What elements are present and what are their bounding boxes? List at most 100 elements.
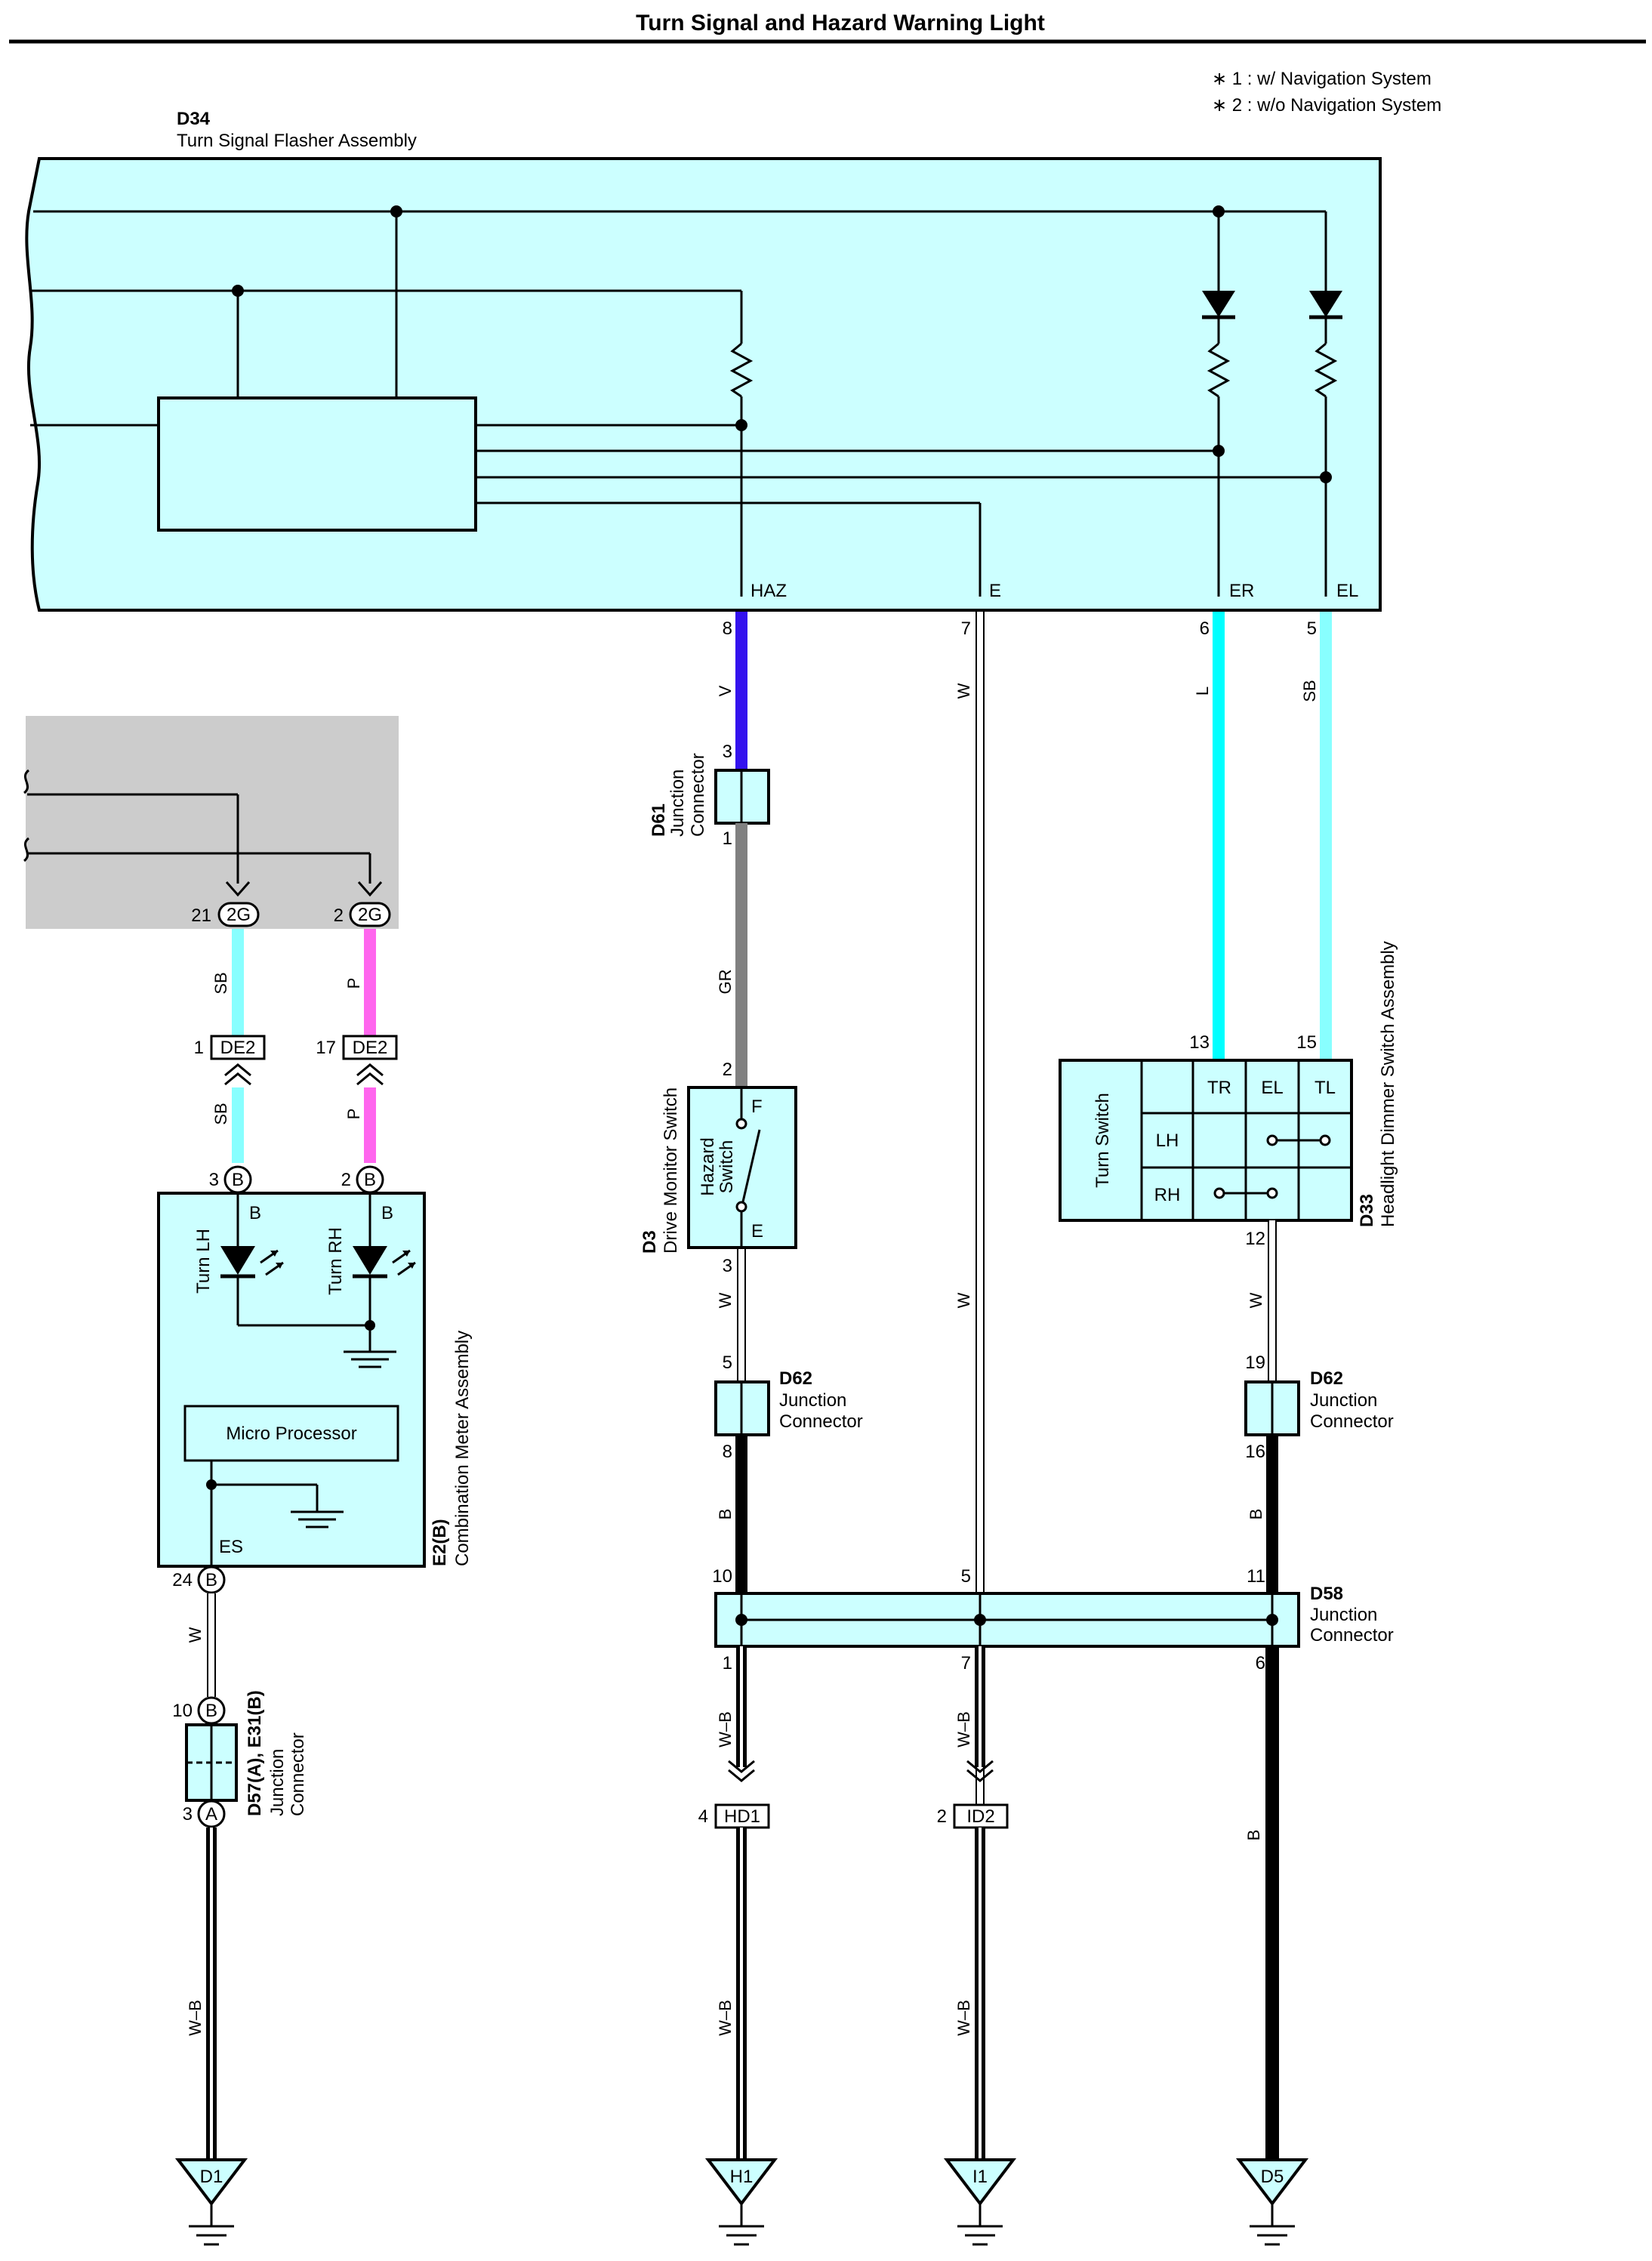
meter-pin-2-conn-label: B <box>364 1170 376 1190</box>
el-diode-icon <box>1309 291 1342 317</box>
d61-name-2: Connector <box>688 753 708 837</box>
pin-e: 7 <box>961 618 971 639</box>
ground-i1-label: I1 <box>972 2167 988 2187</box>
wire-label-b-left: B <box>716 1509 735 1520</box>
processor-ground-wiring <box>206 1461 344 1578</box>
d62-left-pin-in: 5 <box>723 1353 732 1373</box>
meter-pin-3-connector <box>223 1165 252 1194</box>
meter-pin-24-connector <box>197 1565 226 1594</box>
d57-name-1: Junction <box>267 1749 288 1816</box>
pin-er: 6 <box>1200 618 1210 639</box>
terminal-haz: HAZ <box>750 581 787 601</box>
lh-connection-icon <box>1266 1134 1331 1146</box>
d3-term-e: E <box>751 1221 763 1242</box>
hazard-switch-icon <box>735 1087 761 1248</box>
wire-label-b-right: B <box>1247 1509 1265 1520</box>
ground-d5-label: D5 <box>1261 2167 1284 2187</box>
d3-code: D3 <box>640 1230 660 1254</box>
connector-2g-left <box>217 902 260 927</box>
col-tl: TL <box>1315 1078 1336 1098</box>
d58-internal <box>735 1593 1278 1646</box>
gray-source-wiring <box>23 769 383 897</box>
hd1-label: HD1 <box>724 1806 760 1827</box>
meter-internal-wiring <box>236 1193 396 1368</box>
wire-label-wb-2: W–B <box>954 1711 973 1747</box>
d62-right-name-1: Junction <box>1310 1390 1377 1411</box>
d57-name-2: Connector <box>288 1732 308 1816</box>
col-tr: TR <box>1207 1078 1231 1098</box>
de2-pin-17: 17 <box>316 1038 336 1058</box>
note-1: ∗ 1 : w/ Navigation System <box>1212 69 1432 89</box>
d33-code: D33 <box>1357 1194 1377 1227</box>
d57-pin-10-conn-label: B <box>205 1701 217 1721</box>
d61-pin-out: 1 <box>723 828 732 849</box>
d57-pin-3-connector <box>197 1800 226 1828</box>
wire-label-l: L <box>1193 686 1212 696</box>
ground-h1-icon <box>704 2158 778 2246</box>
row-lh: LH <box>1156 1130 1179 1151</box>
flasher-ic-block <box>157 396 477 532</box>
wire-label-p-upper: P <box>344 978 363 989</box>
flasher-code: D34 <box>177 109 211 129</box>
wire-label-sb-lower: SB <box>211 1103 230 1124</box>
diagram-title: Turn Signal and Hazard Warning Light <box>636 11 1045 35</box>
connector-2g-right <box>349 902 391 927</box>
flasher-internal-wiring <box>30 205 1342 597</box>
d33-pin-tl: 15 <box>1296 1032 1317 1053</box>
d33-pin-tr: 13 <box>1189 1032 1210 1053</box>
wire-label-b-d5: B <box>1244 1830 1263 1841</box>
pin-haz: 8 <box>723 618 732 639</box>
meter-term-b-right: B <box>381 1203 393 1223</box>
de2-left <box>210 1035 266 1060</box>
wire-label-gr: GR <box>716 970 735 995</box>
row-rh: RH <box>1154 1185 1181 1205</box>
ground-d1-label: D1 <box>200 2167 223 2187</box>
d62-right-name-2: Connector <box>1310 1411 1394 1432</box>
de2-pin-1: 1 <box>194 1038 204 1058</box>
meter-pin-3: 3 <box>209 1170 219 1190</box>
wire-label-p-lower: P <box>344 1109 363 1120</box>
ground-d1-icon <box>174 2158 248 2246</box>
d62-right-code: D62 <box>1310 1368 1343 1389</box>
meter-pin-24: 24 <box>172 1570 193 1590</box>
rh-connection-icon <box>1213 1187 1278 1199</box>
d57-pin-3-conn-label: A <box>205 1804 217 1825</box>
d58-pin-in-5: 5 <box>961 1566 971 1587</box>
id2-pin: 2 <box>937 1806 947 1827</box>
wire-label-sb-el: SB <box>1300 680 1319 702</box>
ground-i1-icon <box>943 2158 1017 2246</box>
d58-name-1: Junction <box>1310 1605 1377 1625</box>
turn-lh-label: Turn LH <box>193 1229 214 1294</box>
hazard-switch-label-2: Switch <box>717 1140 737 1194</box>
er-diode-icon <box>1202 291 1235 317</box>
ground-h1-label: H1 <box>730 2167 754 2187</box>
connector-2g-left-label: 2G <box>227 905 251 925</box>
flasher-name: Turn Signal Flasher Assembly <box>177 131 417 151</box>
d57-pin-10: 10 <box>172 1701 193 1721</box>
d58-pin-out-6: 6 <box>1256 1653 1265 1673</box>
gray-source-area <box>26 716 399 929</box>
wire-label-w-es: W <box>186 1627 205 1643</box>
d33-name: Headlight Dimmer Switch Assembly <box>1378 941 1398 1227</box>
flasher-box <box>25 157 1382 612</box>
de2-right <box>342 1035 398 1060</box>
d61-code: D61 <box>649 804 669 837</box>
d62-left-pin-out: 8 <box>723 1442 732 1462</box>
d3-term-f: F <box>751 1097 763 1117</box>
wire-label-sb-upper: SB <box>211 972 230 994</box>
id2-chevrons <box>966 1760 994 1782</box>
pin-2-gray: 2 <box>334 905 344 926</box>
d58-code: D58 <box>1310 1584 1343 1604</box>
d62-right-pin-out: 16 <box>1245 1442 1265 1462</box>
d58-pin-in-11: 11 <box>1247 1566 1265 1587</box>
hd1-pin: 4 <box>698 1806 708 1827</box>
wire-label-wb-1: W–B <box>716 1711 735 1747</box>
de2-chevrons <box>224 1063 384 1086</box>
es-label: ES <box>219 1537 243 1557</box>
d3-name: Drive Monitor Switch <box>661 1087 681 1254</box>
d62-right-pin-in: 19 <box>1245 1353 1265 1373</box>
wire-label-wb-i1: W–B <box>954 2000 973 2036</box>
meter-pin-2-connector <box>356 1165 384 1194</box>
terminal-er: ER <box>1229 581 1254 601</box>
